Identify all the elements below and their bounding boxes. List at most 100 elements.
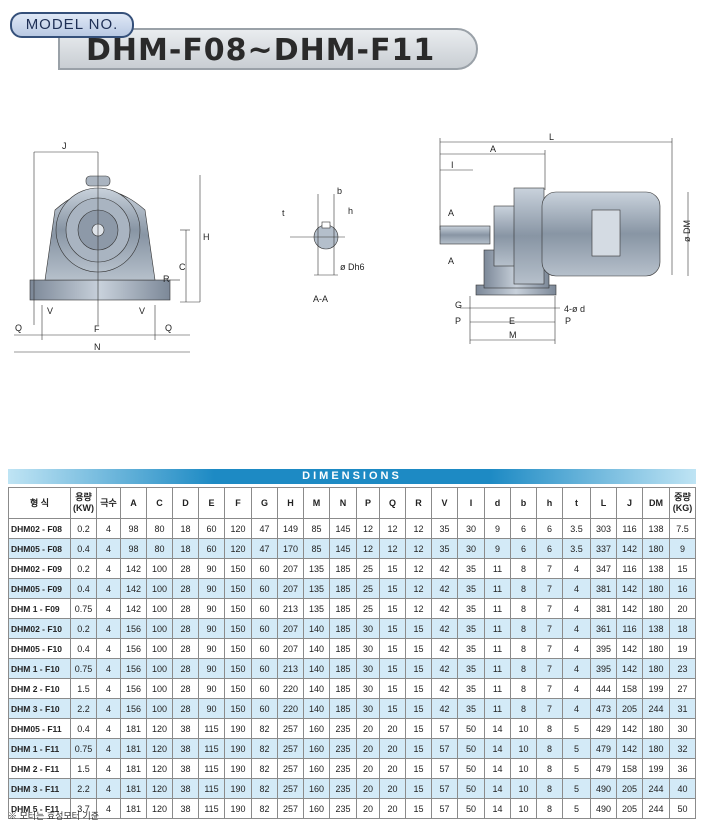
model-cell: DHM 3 - F10 — [8, 698, 71, 719]
label-hole: 4-ø d — [564, 304, 585, 314]
table-cell: 100 — [146, 558, 173, 579]
table-cell: 23 — [669, 658, 696, 679]
table-cell: 185 — [329, 578, 357, 599]
table-cell: 142 — [616, 718, 643, 739]
model-cell: DHM05 - F10 — [8, 638, 71, 659]
table-cell: 207 — [277, 638, 304, 659]
table-cell: 30 — [457, 538, 485, 559]
table-cell: 8 — [536, 798, 563, 819]
table-cell: 1.5 — [70, 678, 97, 699]
model-cell: DHM05 - F11 — [8, 718, 71, 739]
label-dh6: ø Dh6 — [340, 262, 365, 272]
table-cell: 150 — [224, 658, 252, 679]
table-cell: 185 — [329, 598, 357, 619]
table-cell: 60 — [251, 558, 278, 579]
table-cell: 145 — [329, 538, 357, 559]
label-I: I — [451, 160, 454, 170]
table-cell: 15 — [405, 678, 432, 699]
label-L: L — [549, 132, 554, 142]
table-cell: 10 — [510, 798, 537, 819]
table-cell: 0.4 — [70, 718, 97, 739]
table-cell: 15 — [405, 698, 432, 719]
table-cell: 257 — [277, 738, 304, 759]
table-cell: 35 — [457, 618, 485, 639]
table-cell: 11 — [484, 598, 511, 619]
table-cell: 205 — [616, 778, 643, 799]
table-cell: 3.7 — [70, 798, 97, 819]
table-cell: 160 — [303, 798, 330, 819]
table-cell: 12 — [405, 578, 432, 599]
table-cell: 190 — [224, 798, 252, 819]
column-header: H — [277, 487, 304, 519]
table-cell: 3.5 — [562, 538, 591, 559]
table-cell: 42 — [431, 698, 458, 719]
label-G: G — [455, 300, 462, 310]
table-cell: 207 — [277, 618, 304, 639]
table-cell: 82 — [251, 778, 278, 799]
table-cell: 244 — [642, 778, 670, 799]
table-cell: 220 — [277, 678, 304, 699]
label-section-AA: A-A — [313, 294, 328, 304]
table-cell: 28 — [172, 618, 199, 639]
table-cell: 4 — [562, 618, 591, 639]
table-cell: 35 — [457, 658, 485, 679]
table-cell: 142 — [616, 738, 643, 759]
table-cell: 8 — [536, 718, 563, 739]
table-cell: 190 — [224, 738, 252, 759]
table-cell: 18 — [172, 518, 199, 539]
table-cell: 50 — [457, 798, 485, 819]
table-cell: 6 — [536, 518, 563, 539]
table-cell: 31 — [669, 698, 696, 719]
table-cell: 8 — [510, 598, 537, 619]
label-R: R — [163, 274, 170, 284]
table-cell: 90 — [198, 658, 225, 679]
table-cell: 181 — [120, 778, 147, 799]
table-cell: 429 — [590, 718, 617, 739]
table-cell: 7 — [536, 598, 563, 619]
table-cell: 444 — [590, 678, 617, 699]
model-cell: DHM02 - F10 — [8, 618, 71, 639]
table-cell: 12 — [356, 518, 380, 539]
table-cell: 120 — [224, 518, 252, 539]
table-cell: 20 — [379, 738, 406, 759]
table-cell: 257 — [277, 778, 304, 799]
column-header: V — [431, 487, 458, 519]
table-cell: 120 — [146, 778, 173, 799]
table-cell: 20 — [379, 798, 406, 819]
table-cell: 12 — [405, 558, 432, 579]
table-cell: 15 — [405, 638, 432, 659]
table-cell: 35 — [431, 538, 458, 559]
table-cell: 381 — [590, 598, 617, 619]
table-cell: 14 — [484, 798, 511, 819]
table-cell: 15 — [405, 718, 432, 739]
label-P-right: P — [565, 316, 571, 326]
table-cell: 150 — [224, 698, 252, 719]
table-cell: 4 — [562, 558, 591, 579]
table-cell: 20 — [356, 778, 380, 799]
table-cell: 115 — [198, 758, 225, 779]
table-cell: 7 — [536, 638, 563, 659]
table-cell: 8 — [536, 758, 563, 779]
table-cell: 100 — [146, 658, 173, 679]
table-cell: 28 — [172, 678, 199, 699]
table-cell: 207 — [277, 558, 304, 579]
table-cell: 18 — [669, 618, 696, 639]
table-cell: 10 — [510, 738, 537, 759]
table-cell: 20 — [356, 798, 380, 819]
table-cell: 57 — [431, 778, 458, 799]
table-cell: 60 — [251, 618, 278, 639]
column-header: C — [146, 487, 173, 519]
table-cell: 14 — [484, 718, 511, 739]
table-cell: 257 — [277, 758, 304, 779]
table-cell: 15 — [379, 638, 406, 659]
table-cell: 220 — [277, 698, 304, 719]
table-cell: 140 — [303, 618, 330, 639]
table-cell: 60 — [251, 698, 278, 719]
table-cell: 185 — [329, 638, 357, 659]
table-cell: 4 — [96, 718, 121, 739]
